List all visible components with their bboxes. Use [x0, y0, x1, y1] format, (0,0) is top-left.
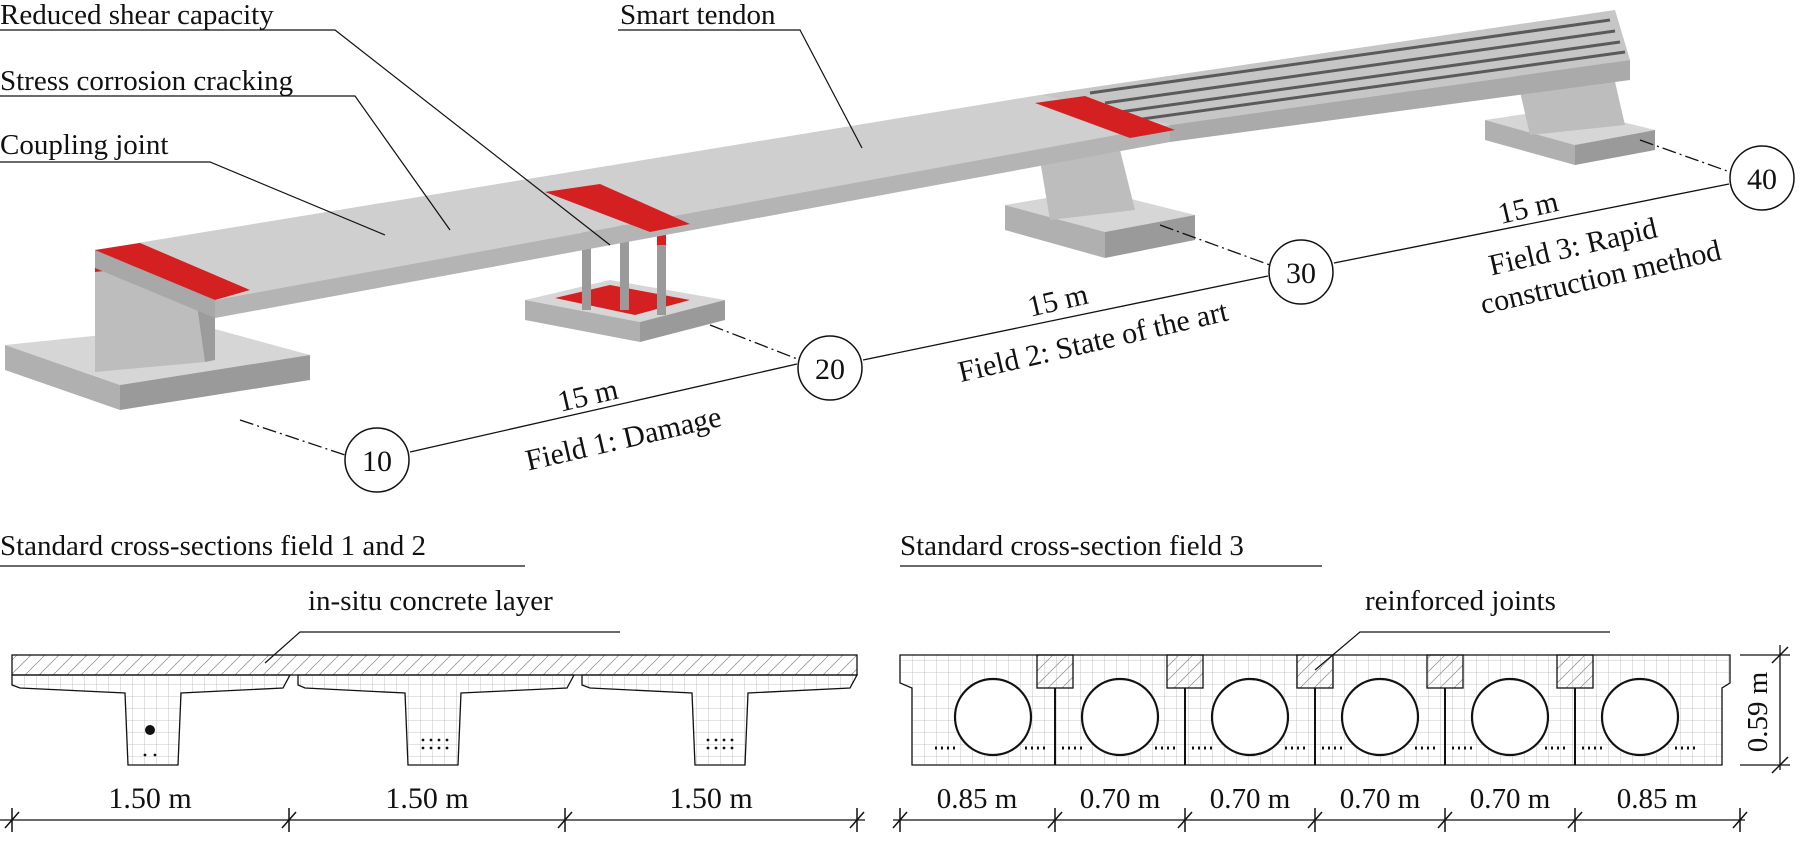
- label-stress-corrosion: Stress corrosion cracking: [0, 65, 293, 97]
- right-cross-section: reinforced joints 0.59 m 0.85 m 0.70 m 0…: [892, 585, 1790, 832]
- span-2-length: 15 m: [1025, 278, 1092, 324]
- axis-label-10: 10: [362, 445, 392, 478]
- span-2-name: Field 2: State of the art: [955, 295, 1232, 389]
- right-dim-3: 0.70 m: [1210, 783, 1291, 815]
- damage-strip-coupling: [95, 243, 250, 300]
- callout-lines: [0, 29, 863, 246]
- axis-label-20: 20: [815, 353, 845, 386]
- span-2-labels: 15 m Field 2: State of the art: [955, 278, 1232, 389]
- axis-circle-30: [1268, 239, 1334, 305]
- axis-line: [409, 183, 1730, 453]
- left-dim-2: 1.50 m: [385, 782, 468, 815]
- right-dim-2: 0.70 m: [1080, 783, 1161, 815]
- damage-strip-mid: [545, 184, 690, 232]
- axis-label-30: 30: [1286, 257, 1316, 290]
- right-dim-1: 0.85 m: [937, 783, 1018, 815]
- span-1-labels: 15 m Field 1: Damage: [522, 373, 724, 478]
- axis-markers: 10 20 30 40: [344, 145, 1795, 493]
- right-section-title: Standard cross-section field 3: [900, 530, 1244, 562]
- left-dim-3: 1.50 m: [669, 782, 752, 815]
- axis-leaders: [239, 139, 1731, 456]
- label-smart-tendon: Smart tendon: [620, 0, 776, 31]
- pier-3: [1005, 150, 1195, 258]
- span-3-length: 15 m: [1495, 185, 1562, 231]
- hollow-cores: [953, 677, 1680, 757]
- label-reinforced-joints: reinforced joints: [1365, 585, 1556, 617]
- label-insitu-layer: in-situ concrete layer: [308, 585, 553, 617]
- right-dim-4: 0.70 m: [1340, 783, 1421, 815]
- smart-tendon-lines: [1089, 18, 1626, 122]
- axis-circle-40: [1729, 145, 1795, 211]
- damage-strip-field3: [1035, 96, 1175, 138]
- span-3-labels: 15 m Field 3: Rapid construction method: [1477, 185, 1724, 321]
- left-cross-section: in-situ concrete layer 1.50 m 1.50 m 1.5…: [0, 585, 865, 832]
- bridge-model: [5, 10, 1655, 410]
- right-dim-5: 0.70 m: [1470, 783, 1551, 815]
- right-dim-6: 0.85 m: [1617, 783, 1698, 815]
- axis-label-40: 40: [1747, 163, 1777, 196]
- label-reduced-shear: Reduced shear capacity: [0, 0, 274, 31]
- deck-field-1-2: [95, 95, 1170, 300]
- span-1-length: 15 m: [555, 373, 622, 419]
- label-height: 0.59 m: [1742, 671, 1774, 752]
- pier-2: [525, 220, 725, 342]
- span-1-name: Field 1: Damage: [522, 400, 724, 477]
- label-coupling-joint: Coupling joint: [0, 129, 168, 161]
- left-section-title: Standard cross-sections field 1 and 2: [0, 530, 426, 562]
- reinforced-joints: [1036, 654, 1594, 689]
- left-dim-1: 1.50 m: [108, 782, 191, 815]
- axis-circle-20: [797, 335, 863, 401]
- axis-circle-10: [344, 427, 410, 493]
